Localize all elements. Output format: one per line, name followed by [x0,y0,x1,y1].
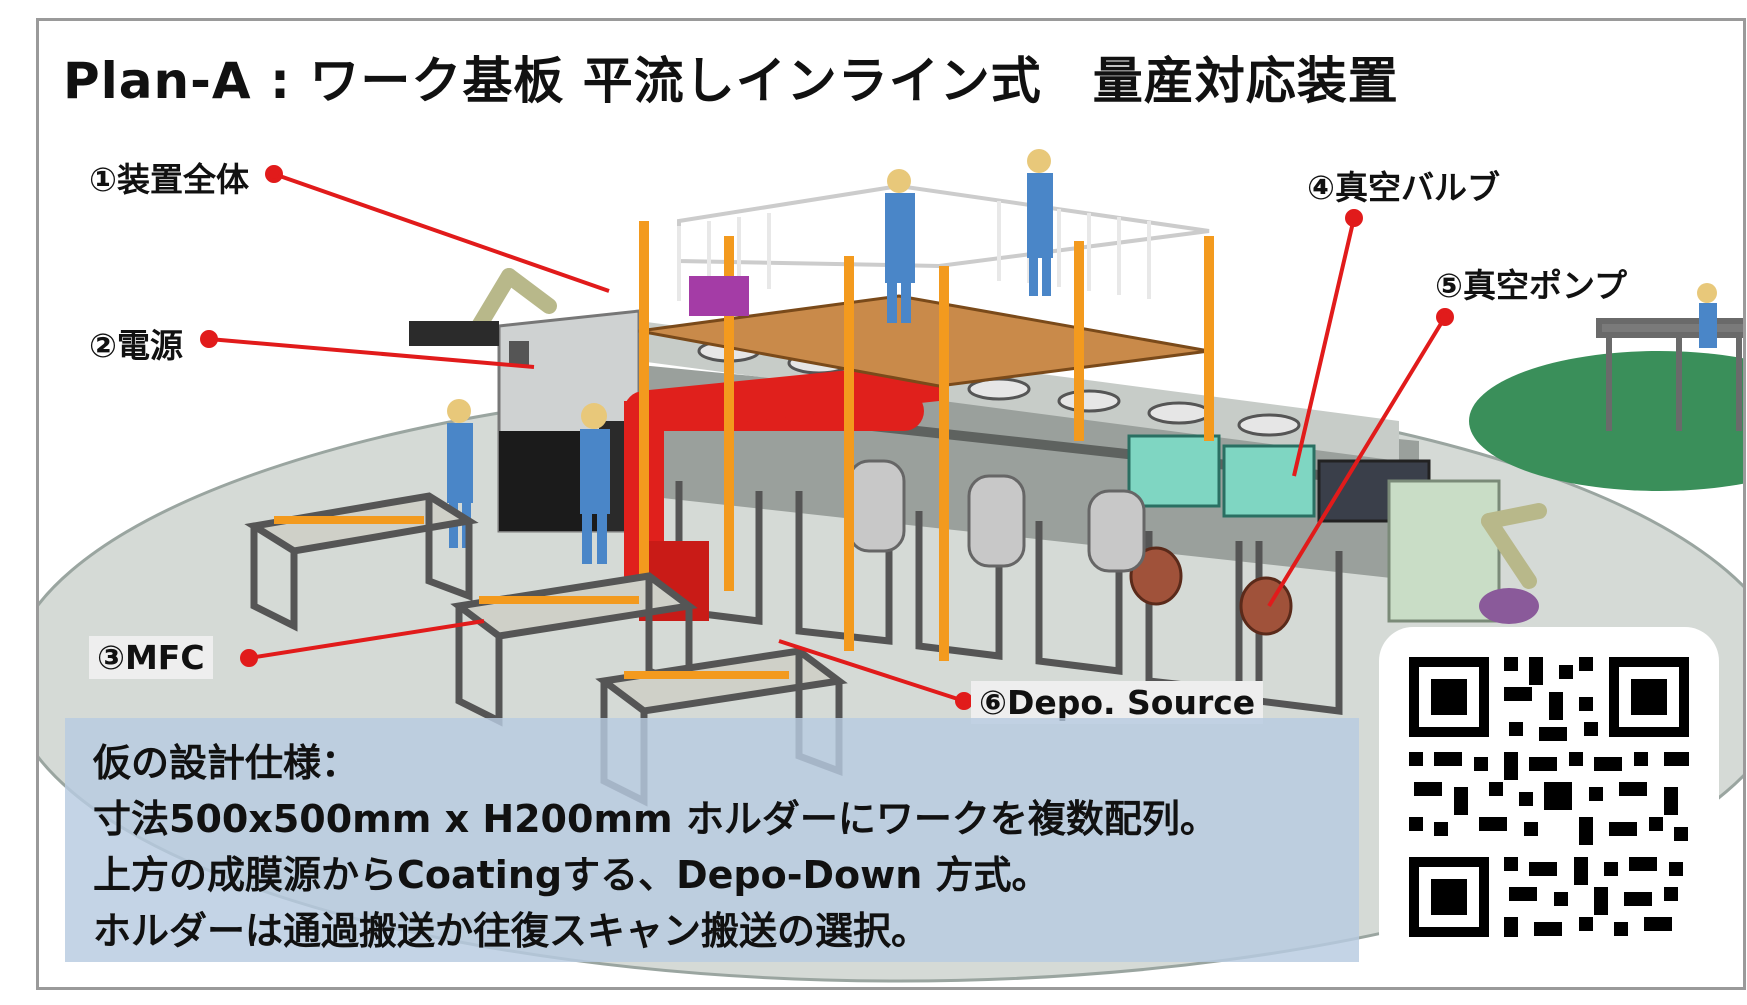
design-spec-box: 仮の設計仕様： 寸法500x500mm x H200mm ホルダーにワークを複数… [65,718,1359,962]
worker-platform-2 [1027,149,1053,296]
figure-frame: Plan-A : ワーク基板 平流しインライン式 量産対応装置 ①装置全体 ②電… [36,18,1746,990]
callout-line-5 [1267,315,1447,608]
callout-mfc: ③MFC [89,636,213,679]
diagram-title: Plan-A : ワーク基板 平流しインライン式 量産対応装置 [63,52,1399,110]
spec-line-3: ホルダーは通過搬送か往復スキャン搬送の選択。 [93,909,930,953]
spec-heading: 仮の設計仕様： [93,741,360,785]
qr-code-card[interactable] [1379,627,1719,967]
callout-line-1 [273,172,610,293]
power-supply-cabinets [497,309,641,533]
robot-arm-left [471,268,557,334]
robot-arm-right [1481,503,1547,589]
callout-vacuum-valve: ④真空バルブ [1307,168,1500,207]
workbenches [244,492,848,807]
callout-vacuum-pump: ⑤真空ポンプ [1435,266,1627,305]
callout-depo-source: ⑥Depo. Source [971,681,1264,724]
callout-lines [200,165,1454,710]
bench-orange-rails [274,516,789,679]
callout-line-2 [208,337,535,369]
worker-platform-1 [885,169,915,323]
far-right-worker [1697,283,1717,348]
callout-power-supply: ②電源 [89,326,183,365]
worker-floor-2 [580,403,610,564]
callout-line-6 [778,639,965,703]
workers [447,149,1053,564]
spec-line-1: 寸法500x500mm x H200mm ホルダーにワークを複数配列。 [93,797,1218,841]
robot-base-left [409,321,499,346]
callout-line-4 [1292,217,1356,477]
callout-line-3 [248,619,485,660]
callout-overall-equipment: ①装置全体 [89,160,249,199]
spec-line-2: 上方の成膜源からCoatingする、Depo-Down 方式。 [93,853,1050,897]
qr-code-icon [1409,657,1689,937]
maintenance-platform [638,183,1214,661]
robot-base-right [1479,588,1539,624]
